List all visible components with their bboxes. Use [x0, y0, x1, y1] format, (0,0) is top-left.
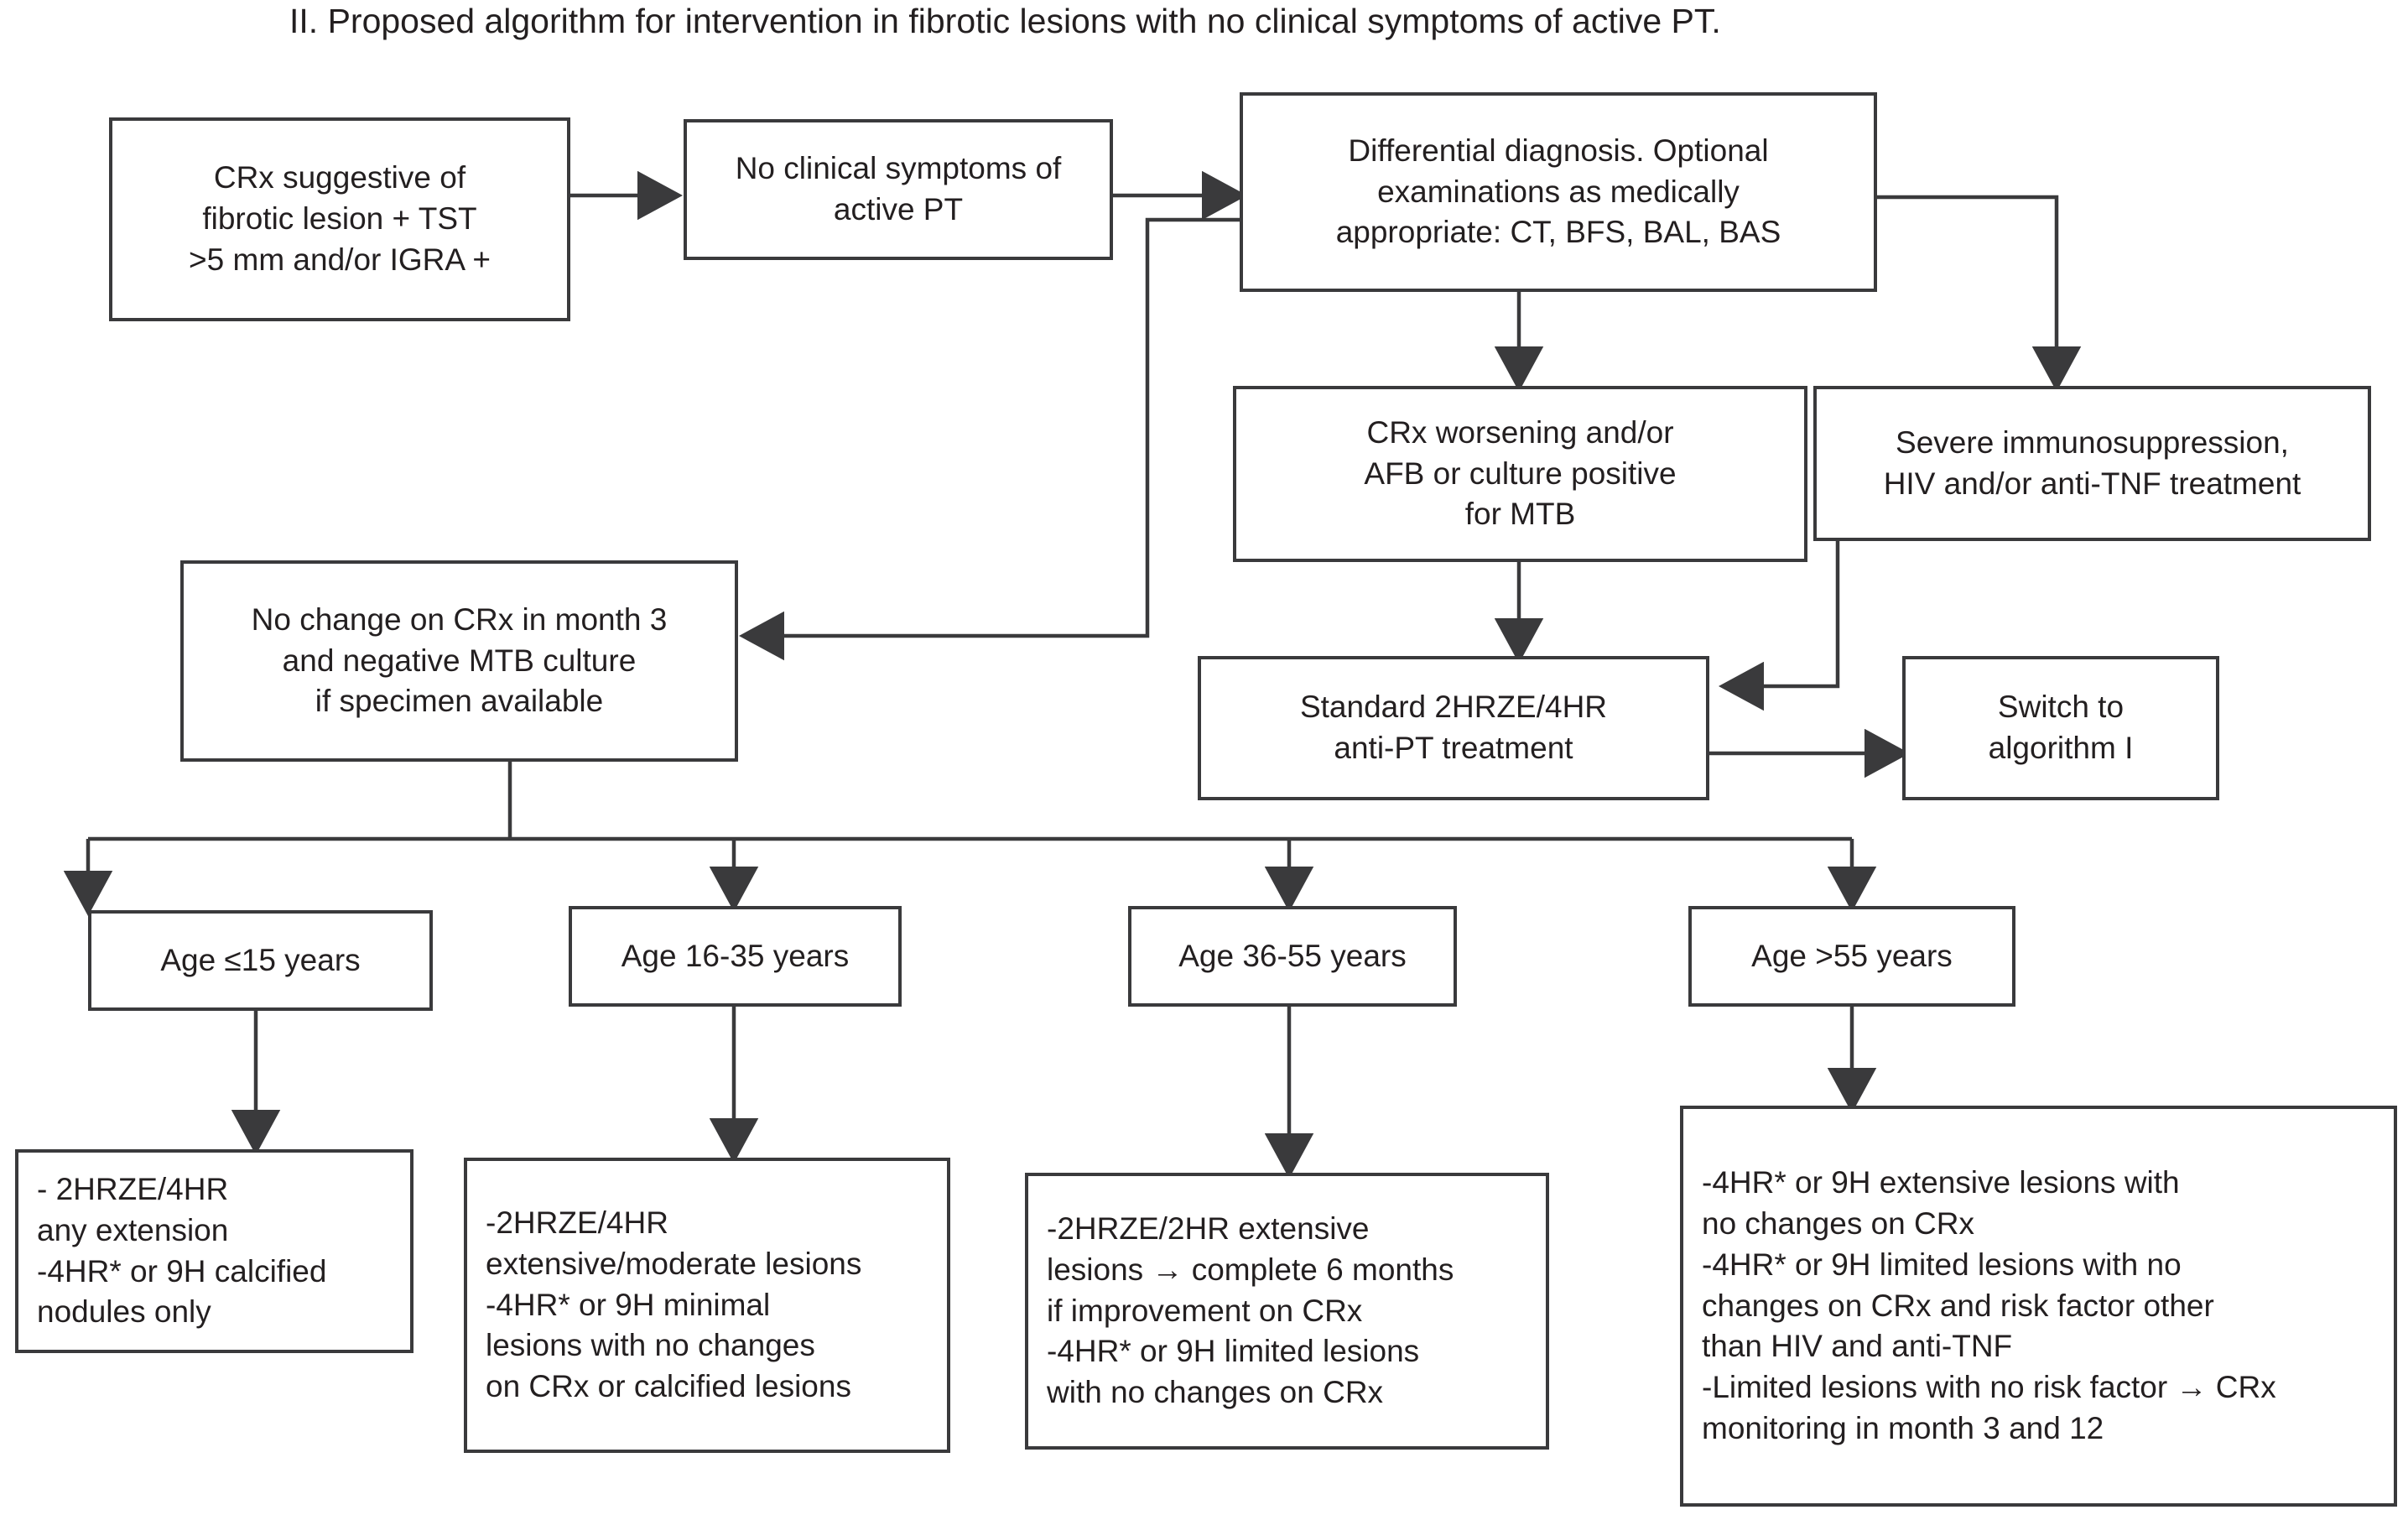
node-detail-age-16-35[interactable]: -2HRZE/4HR extensive/moderate lesions -4…	[464, 1158, 950, 1453]
node-age-16-35[interactable]: Age 16-35 years	[569, 906, 902, 1007]
figure-title: II. Proposed algorithm for intervention …	[289, 2, 1721, 40]
node-no-change-on-crx[interactable]: No change on CRx in month 3 and negative…	[180, 560, 738, 762]
node-age-55[interactable]: Age >55 years	[1688, 906, 2015, 1007]
node-differential-diagnosis[interactable]: Differential diagnosis. Optional examina…	[1240, 92, 1877, 292]
node-severe-immunosuppression[interactable]: Severe immunosuppression, HIV and/or ant…	[1813, 386, 2371, 541]
node-no-clinical-symptoms[interactable]: No clinical symptoms of active PT	[684, 119, 1113, 260]
node-age-15[interactable]: Age ≤15 years	[88, 910, 433, 1011]
node-standard-treatment[interactable]: Standard 2HRZE/4HR anti-PT treatment	[1198, 656, 1709, 800]
node-detail-age-36-55[interactable]: -2HRZE/2HR extensive lesions → complete …	[1025, 1173, 1549, 1450]
node-detail-age-15[interactable]: - 2HRZE/4HR any extension -4HR* or 9H ca…	[15, 1149, 413, 1353]
node-crx-suggestive[interactable]: CRx suggestive of fibrotic lesion + TST …	[109, 117, 570, 321]
node-detail-age-55[interactable]: -4HR* or 9H extensive lesions with no ch…	[1680, 1106, 2397, 1507]
node-switch-to-algorithm[interactable]: Switch to algorithm I	[1902, 656, 2219, 800]
node-age-36-55[interactable]: Age 36-55 years	[1128, 906, 1457, 1007]
edge-immuno-to-standard	[1719, 541, 1840, 711]
edge-differential-to-immuno	[1877, 195, 2082, 392]
node-crx-worsening[interactable]: CRx worsening and/or AFB or culture posi…	[1233, 386, 1807, 562]
edge-differential-to-nochange	[739, 217, 1240, 661]
